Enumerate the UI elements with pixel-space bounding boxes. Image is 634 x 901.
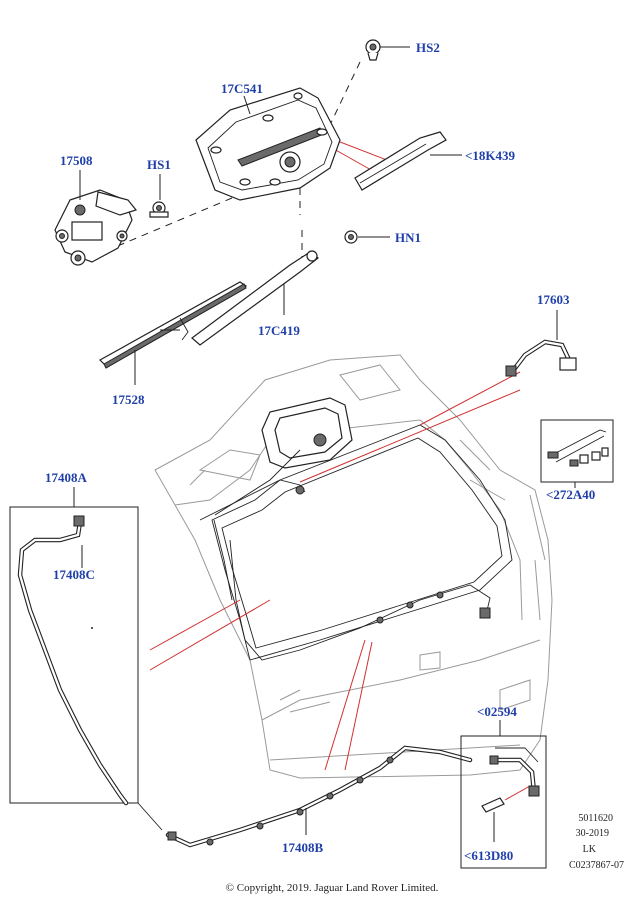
- washer-hose-17603: [505, 310, 577, 377]
- wiper-arm-17c419: [191, 250, 319, 346]
- inset-02594: [460, 720, 547, 869]
- ref-code-4: C0237867-07: [569, 860, 624, 871]
- harness-connector: [295, 485, 305, 495]
- wiper-motor-17508: [54, 170, 138, 266]
- ref-code-2: 30-2019: [576, 828, 609, 839]
- tailgate-wiper-cover: [214, 397, 353, 516]
- callout-hs2: HS2: [416, 40, 440, 55]
- ref-code-3: LK: [583, 844, 597, 855]
- red-guide-lines: [149, 134, 531, 801]
- bolt-hs2: [365, 39, 410, 61]
- wiper-blade-17528: [99, 281, 248, 385]
- nut-hn1: [344, 230, 390, 244]
- tailgate-harness: [199, 479, 491, 661]
- callout-17408c: 17408C: [53, 567, 95, 582]
- harness-clip: [376, 616, 384, 624]
- callout-02594: <02594: [477, 704, 517, 719]
- inset-272a40: [540, 419, 614, 488]
- harness-connector: [479, 607, 491, 619]
- callout-hn1: HN1: [395, 230, 421, 245]
- wiper-cover-17c541: [195, 87, 341, 201]
- bolt-hs1: [149, 174, 169, 218]
- callout-17408b: 17408B: [282, 840, 324, 855]
- callout-272a40: <272A40: [546, 487, 595, 502]
- callout-17c541: 17C541: [221, 81, 263, 96]
- callout-17c419: 17C419: [258, 323, 300, 338]
- ref-code-1: 5011620: [578, 813, 613, 824]
- inset-17408a: [9, 487, 139, 806]
- callout-17528: 17528: [112, 392, 145, 407]
- callout-17408a: 17408A: [45, 470, 88, 485]
- callout-18k439: <18K439: [465, 148, 516, 163]
- harness-clip: [436, 591, 444, 599]
- callout-17508: 17508: [60, 153, 93, 168]
- harness-clip: [406, 601, 414, 609]
- callout-17603: 17603: [537, 292, 570, 307]
- callout-hs1: HS1: [147, 157, 171, 172]
- seal-strip-18k439: [354, 131, 462, 191]
- tailgate-body: [154, 354, 553, 779]
- callout-613d80: <613D80: [464, 848, 513, 863]
- hose-17408b: [137, 745, 473, 848]
- assembly-lines: [119, 61, 361, 258]
- copyright-notice: © Copyright, 2019. Jaguar Land Rover Lim…: [226, 882, 439, 894]
